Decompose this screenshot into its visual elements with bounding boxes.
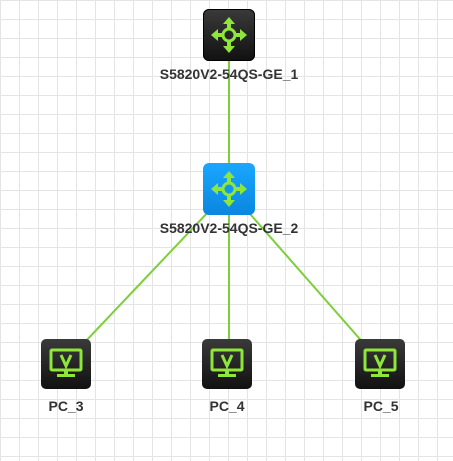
switch-tile[interactable]: [203, 9, 255, 61]
node-label: S5820V2-54QS-GE_1: [159, 66, 299, 82]
link-switch2-pc5[interactable]: [228, 189, 381, 363]
monitor-icon: [363, 348, 397, 377]
monitor-icon: [49, 348, 83, 377]
node-label: PC_3: [48, 398, 84, 414]
switch-icon: [211, 17, 247, 53]
monitor-icon: [210, 348, 244, 377]
link-switch2-pc3[interactable]: [65, 189, 230, 363]
node-label: PC_4: [209, 398, 245, 414]
pc-tile[interactable]: [355, 339, 405, 389]
switch-tile-selected[interactable]: [203, 163, 255, 215]
node-label: PC_5: [363, 398, 399, 414]
node-label: S5820V2-54QS-GE_2: [159, 220, 299, 236]
pc-tile[interactable]: [41, 339, 91, 389]
pc-tile[interactable]: [202, 339, 252, 389]
switch-icon: [211, 171, 247, 207]
